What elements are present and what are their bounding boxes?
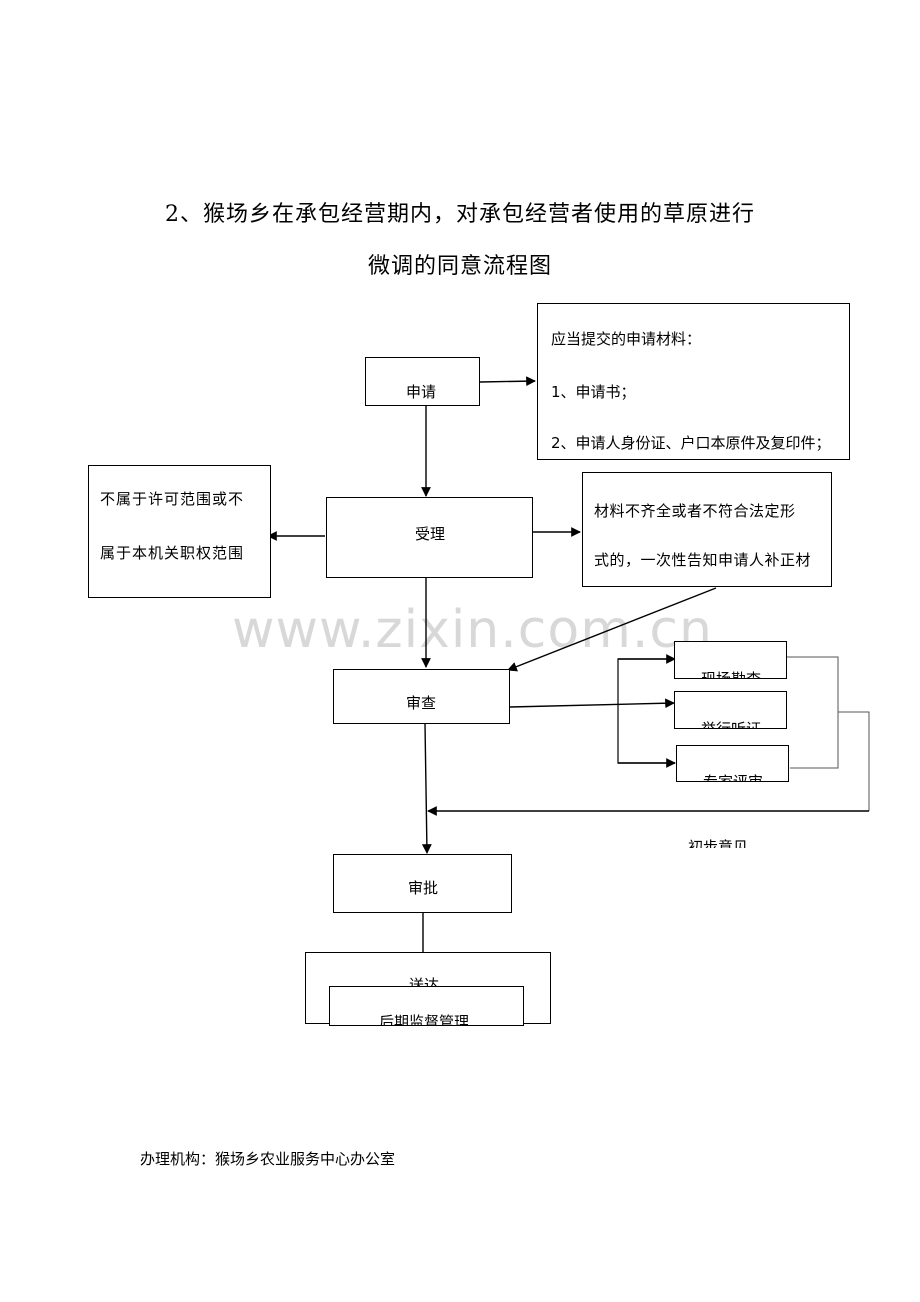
node-approve: 审批 [333,854,512,913]
incomplete-line-2: 式的，一次性告知申请人补正材 [594,551,812,569]
node-hearing: 举行听证 [674,691,787,729]
node-review: 审查 [333,669,510,724]
arrow-incomplete-to-review [507,587,717,672]
site-survey-label: 现场勘查 [701,670,762,679]
node-apply-label: 申请 [406,383,437,401]
out-of-scope-line-2: 属于本机关职权范围 [100,544,245,562]
node-accept-label: 受理 [415,525,446,543]
node-materials: 应当提交的申请材料： 1、申请书； 2、申请人身份证、户口本原件及复印件； [537,303,850,460]
node-incomplete: 材料不齐全或者不符合法定形 式的，一次性告知申请人补正材 [582,472,832,587]
out-of-scope-line-1: 不属于许可范围或不 [100,490,245,508]
node-site-survey: 现场勘查 [674,641,787,679]
node-apply: 申请 [365,357,480,406]
return-line-vertical [838,711,870,811]
node-out-of-scope: 不属于许可范围或不 属于本机关职权范围 [88,465,271,598]
handling-agency: 办理机构：猴场乡农业服务中心办公室 [140,1150,396,1168]
bracket-right [787,656,839,769]
materials-item-2: 2、申请人身份证、户口本原件及复印件； [551,434,831,452]
node-supervision-label: 后期监督管理 [379,1013,470,1026]
materials-heading: 应当提交的申请材料： [551,330,702,348]
materials-item-1: 1、申请书； [551,383,636,401]
arrow-review-to-hearing [509,698,675,709]
arrow-apply-to-materials [479,376,536,387]
node-review-label: 审查 [406,694,437,712]
arrow-review-to-approve [421,723,432,854]
node-accept: 受理 [326,497,533,578]
initial-opinion-label: 初步意见 [688,838,749,848]
node-approve-label: 审批 [408,879,439,897]
node-expert-review: 专家评审 [676,745,789,782]
title-line-2: 微调的同意流程图 [367,254,552,279]
incomplete-line-1: 材料不齐全或者不符合法定形 [594,502,796,520]
title-line-1: 2、猴场乡在承包经营期内，对承包经营者使用的草原进行 [165,202,755,227]
watermark: www.zixin.com.cn [232,600,713,660]
bracket-options [617,658,675,764]
expert-review-label: 专家评审 [703,773,764,782]
initial-opinion: 初步意见 [680,835,780,848]
hearing-label: 举行听证 [701,720,762,729]
node-supervision: 后期监督管理 [329,986,524,1026]
